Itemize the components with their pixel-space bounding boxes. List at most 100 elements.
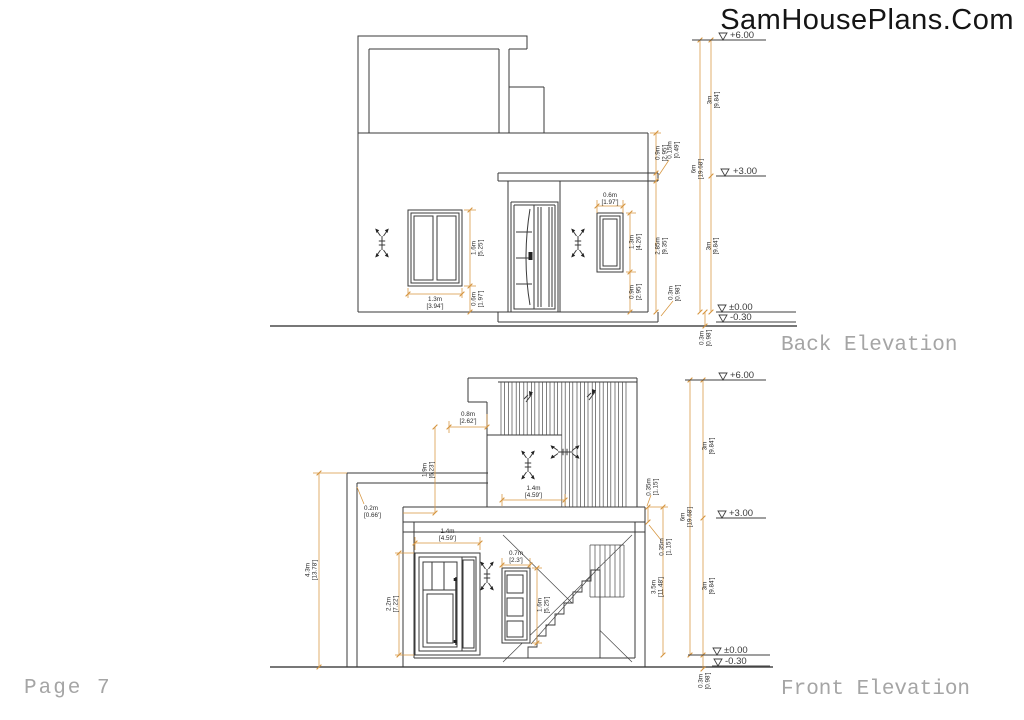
- svg-text:1.4m: 1.4m: [441, 528, 455, 535]
- dim-label-wall-height: 2.85m [9.35']: [655, 237, 669, 255]
- front-window: [501, 567, 531, 644]
- svg-text:0.3m: 0.3m: [699, 331, 706, 345]
- svg-text:1.6m: 1.6m: [537, 598, 544, 612]
- svg-text:[1.15']: [1.15']: [666, 538, 673, 555]
- svg-text:0.6m: 0.6m: [471, 292, 478, 306]
- dim-label-plinth: 0.3m [0.98']: [668, 284, 682, 301]
- level-triangle-icons: [717, 32, 730, 323]
- dim-label-upper-storey: 3m [9.84']: [702, 437, 716, 454]
- svg-text:0.9m: 0.9m: [655, 146, 662, 160]
- stair-steps: [527, 569, 601, 659]
- site-brand: SamHousePlans.Com: [720, 4, 1014, 36]
- back-elevation: +6.00 +3.00 ±0.00 -0.30 1.3m [3.94'] 1.6…: [270, 30, 797, 346]
- back-right-window: [596, 212, 624, 273]
- svg-text:[2.62']: [2.62']: [460, 418, 477, 425]
- dim-label-right-window-width: 0.6m [1.97']: [602, 192, 619, 206]
- svg-text:0.9m: 0.9m: [629, 285, 636, 299]
- svg-text:[6.23']: [6.23']: [429, 461, 436, 478]
- dim-label-foundation: 0.3m [0.98']: [698, 672, 712, 689]
- ceiling-light-icon: [523, 391, 533, 403]
- dim-label-door-width: 1.4m [4.59']: [439, 528, 456, 542]
- front-elevation-title: Front Elevation: [781, 678, 971, 701]
- svg-text:0.3m: 0.3m: [698, 674, 705, 688]
- svg-text:[2.95']: [2.95']: [636, 283, 643, 300]
- level-label: +6.00: [730, 370, 754, 381]
- svg-text:3m: 3m: [702, 582, 709, 591]
- svg-text:0.2m: 0.2m: [364, 505, 378, 512]
- dim-label-lower-storey: 3m [9.84']: [702, 577, 716, 594]
- door-handle: [528, 252, 533, 260]
- svg-text:[4.26']: [4.26']: [636, 233, 643, 250]
- dim-label-door-height: 2.2m [7.22']: [386, 595, 400, 612]
- svg-text:[19.68']: [19.68']: [687, 507, 694, 528]
- svg-text:[1.97']: [1.97']: [602, 199, 619, 206]
- svg-text:[19.68']: [19.68']: [698, 159, 705, 180]
- level-label: +6.00: [730, 30, 754, 41]
- dim-label-right-window-height: 1.3m [4.26']: [629, 233, 643, 250]
- svg-text:0.15m: 0.15m: [667, 141, 674, 159]
- svg-text:[13.78']: [13.78']: [312, 560, 319, 581]
- dim-label-canopy: 0.15m [0.49']: [667, 141, 681, 159]
- wall-sconce-icon: [375, 228, 389, 258]
- svg-text:0.35m: 0.35m: [646, 478, 653, 496]
- door-handle-dot: [453, 640, 457, 643]
- svg-text:0.3m: 0.3m: [668, 286, 675, 300]
- svg-text:2.85m: 2.85m: [655, 237, 662, 255]
- svg-text:[2.95']: [2.95']: [662, 144, 669, 161]
- dim-label-upper-storey: 3m [9.84']: [707, 91, 721, 108]
- svg-text:[9.84']: [9.84']: [709, 577, 716, 594]
- level-label: +3.00: [729, 508, 753, 519]
- dim-label-foundation: 0.3m [0.98']: [699, 329, 713, 346]
- dim-label-pergola-height: 1.9m [6.23']: [422, 461, 436, 478]
- back-elevation-title: Back Elevation: [781, 334, 958, 357]
- level-label: ±0.00: [724, 645, 748, 656]
- level-label: -0.30: [725, 656, 747, 667]
- level-lines: [692, 39, 796, 323]
- svg-text:6m: 6m: [691, 165, 698, 174]
- dim-label-beam-lower: 0.35m [1.15']: [659, 538, 673, 556]
- building-outline: [346, 377, 646, 667]
- svg-text:[0.98']: [0.98']: [705, 672, 712, 689]
- level-label: -0.30: [730, 312, 752, 323]
- svg-text:[4.59']: [4.59']: [525, 492, 542, 499]
- ceiling-light-icon: [586, 389, 596, 401]
- svg-text:[9.84']: [9.84']: [709, 437, 716, 454]
- svg-text:1.3m: 1.3m: [428, 296, 442, 303]
- back-left-window: [407, 209, 463, 287]
- dim-label-left-window-height: 1.6m [5.25']: [471, 239, 485, 256]
- front-door: [414, 552, 481, 656]
- stair-handrail: [530, 566, 600, 645]
- svg-text:[9.84']: [9.84']: [713, 237, 720, 254]
- building-outline: [357, 35, 659, 323]
- dim-label-right-window-sill: 0.9m [2.95']: [629, 283, 643, 300]
- svg-text:3.5m: 3.5m: [651, 580, 658, 594]
- wall-sconce-icon: [480, 561, 494, 591]
- svg-text:3m: 3m: [702, 442, 709, 451]
- svg-text:0.7m: 0.7m: [509, 550, 523, 557]
- dim-label-total-height: 6m [19.68']: [691, 159, 705, 180]
- svg-text:[0.98']: [0.98']: [675, 284, 682, 301]
- svg-text:0.6m: 0.6m: [603, 192, 617, 199]
- svg-text:[9.35']: [9.35']: [662, 237, 669, 254]
- dim-label-lower-storey: 3m [9.84']: [706, 237, 720, 254]
- level-triangle-icons: [712, 372, 728, 667]
- dim-label-left-window-sill: 0.6m [1.97']: [471, 290, 485, 307]
- dim-label-left-window-width: 1.3m [3.94']: [427, 296, 444, 310]
- dim-label-window-height: 1.6m [5.25']: [537, 596, 551, 613]
- level-label: ±0.00: [729, 302, 753, 313]
- dim-label-pergola-setback: 0.8m [2.62']: [460, 411, 477, 425]
- stair-balusters: [589, 544, 625, 598]
- svg-text:1.9m: 1.9m: [422, 463, 429, 477]
- svg-text:1.3m: 1.3m: [629, 235, 636, 249]
- svg-text:[0.66']: [0.66']: [364, 512, 381, 519]
- front-elevation: +6.00 +3.00 ±0.00 -0.30 4.3m [13.78'] 0.…: [270, 370, 773, 689]
- svg-text:0.35m: 0.35m: [659, 538, 666, 556]
- svg-text:0.8m: 0.8m: [461, 411, 475, 418]
- svg-text:2.2m: 2.2m: [386, 597, 393, 611]
- svg-text:[5.25']: [5.25']: [478, 239, 485, 256]
- wall-sconce-icon: [550, 445, 580, 459]
- level-lines: [685, 379, 770, 667]
- svg-text:[0.49']: [0.49']: [674, 141, 681, 158]
- svg-text:3m: 3m: [707, 96, 714, 105]
